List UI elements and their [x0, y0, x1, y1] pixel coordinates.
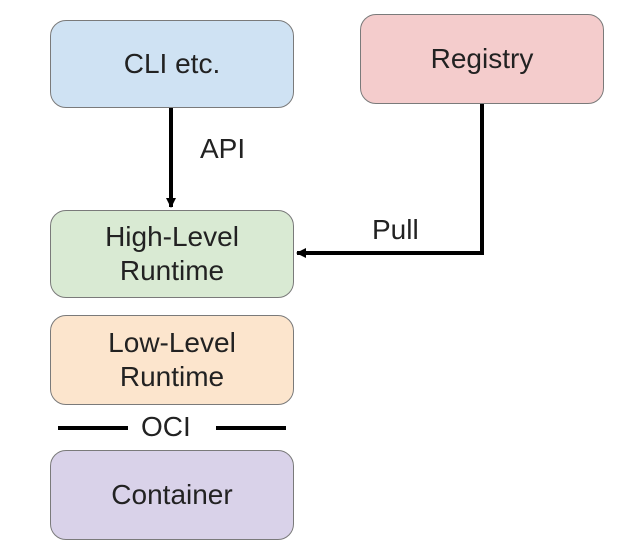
low-level-runtime-box: Low-Level Runtime: [50, 315, 294, 405]
high-level-runtime-box: High-Level Runtime: [50, 210, 294, 298]
container-box: Container: [50, 450, 294, 540]
api-label: API: [200, 133, 246, 164]
pull-arrow: [296, 104, 484, 258]
oci-label: OCI: [141, 411, 191, 442]
cli-box: CLI etc.: [50, 20, 294, 108]
registry-box: Registry: [360, 14, 604, 104]
pull-label: Pull: [372, 214, 419, 245]
